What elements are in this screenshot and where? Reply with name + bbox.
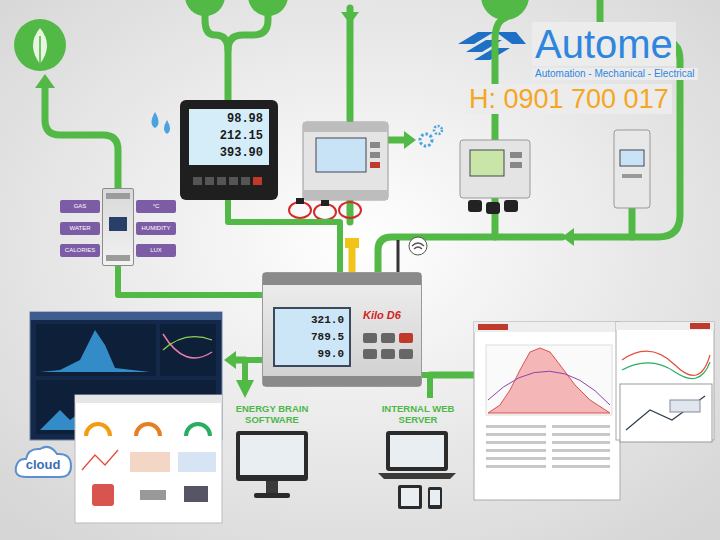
server-heading: INTERNAL WEB SERVER [380, 403, 456, 425]
meter-buttons [189, 174, 269, 190]
software-monitor: ENERGY BRAIN SOFTWARE [222, 398, 322, 501]
panel-meter: 98.98212.15393.90 [180, 100, 278, 200]
pipe-connector [422, 375, 430, 398]
device-reading: 789.5 [280, 329, 344, 346]
din-module [102, 188, 134, 266]
sensor-tag: HUMIDITY [136, 222, 176, 235]
sensor-tag: GAS [60, 200, 100, 213]
meter-reading: 212.15 [195, 128, 263, 145]
device-model: Kilo D6 [363, 309, 401, 321]
meter-screen: 98.98212.15393.90 [189, 109, 269, 165]
cloud-shape: cloud [12, 440, 74, 482]
sensor-tag: WATER [60, 222, 100, 235]
sensor-tag: °C [136, 200, 176, 213]
meter-reading: 98.98 [195, 111, 263, 128]
sensor-tag: LUX [136, 244, 176, 257]
meter-reading: 393.90 [195, 145, 263, 162]
pipe-connector [118, 266, 262, 295]
device-reading: 99.0 [280, 346, 344, 363]
phone-number: H: 0901 700 017 [466, 84, 672, 114]
pipe-connector [228, 200, 340, 272]
device-buttons [361, 331, 415, 367]
logo-tagline: Automation - Mechanical - Electrical [532, 68, 698, 80]
software-heading: ENERGY BRAIN SOFTWARE [234, 403, 310, 425]
module-detail [103, 189, 133, 265]
cloud-label: cloud [12, 457, 74, 472]
logo-name: Autome [532, 22, 676, 66]
device-screen: 321.0789.599.0 [273, 307, 351, 367]
pipe-connector [245, 360, 262, 383]
monitor-icon [222, 429, 322, 501]
datalogger-device: 321.0789.599.0 Kilo D6 [262, 272, 422, 387]
web-server-devices: INTERNAL WEB SERVER [368, 398, 468, 511]
sensor-module: GAS °C WATER HUMIDITY CALORIES LUX [60, 188, 176, 266]
laptop-tablet-icon [368, 429, 468, 511]
device-reading: 321.0 [280, 312, 344, 329]
terminal-strip [263, 376, 421, 386]
sensor-tag: CALORIES [60, 244, 100, 257]
terminal-strip [263, 273, 421, 285]
